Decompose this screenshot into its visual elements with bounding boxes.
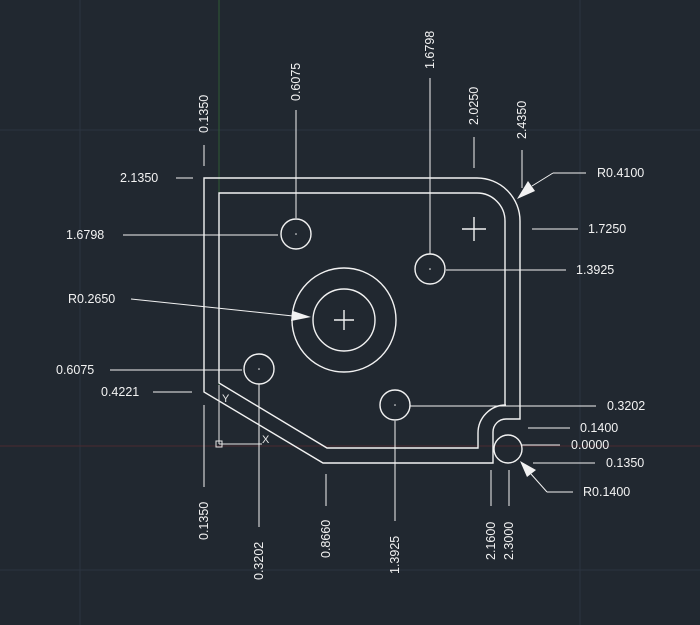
radius-leader [531, 172, 554, 187]
outer-profile[interactable] [203, 177, 521, 464]
hole-center-dot [429, 268, 431, 270]
hole-center-dot [295, 233, 297, 235]
hole-top-left[interactable] [280, 218, 312, 250]
left-dimensions: 2.1350 1.6798 R0.2650 0.6075 0.4221 [56, 171, 311, 399]
radius-leader [530, 473, 548, 493]
dim-label: 1.3925 [576, 263, 614, 277]
dim-label: 1.6798 [66, 228, 104, 242]
dim-label: 0.6075 [56, 363, 94, 377]
dim-label: R0.2650 [68, 292, 115, 306]
top-dimensions: 0.1350 0.6075 1.6798 2.0250 2.4350 [197, 31, 529, 254]
dim-label: 1.6798 [423, 31, 437, 69]
dim-label: R0.1400 [583, 485, 630, 499]
right-dimensions: R0.4100 1.7250 1.3925 0.3202 0.1400 0.00… [410, 166, 645, 499]
hole-bottom[interactable] [379, 389, 411, 421]
dim-label: 2.3000 [502, 522, 516, 560]
ucs-x-label: X [262, 434, 270, 446]
dim-label: 0.3202 [607, 399, 645, 413]
dim-label: 0.6075 [289, 63, 303, 101]
leader-arrow [517, 181, 535, 199]
dim-label: 0.1350 [197, 95, 211, 133]
dim-label: 0.3202 [252, 542, 266, 580]
dim-label: 0.0000 [571, 438, 609, 452]
dim-label: 2.0250 [467, 87, 481, 125]
dim-label: 2.1350 [120, 171, 158, 185]
dim-label: 0.1400 [580, 421, 618, 435]
dim-label: 0.1350 [197, 502, 211, 540]
dim-label: 1.3925 [388, 536, 402, 574]
dim-label: 0.4221 [101, 385, 139, 399]
leader-arrow [520, 461, 536, 477]
ucs-y-label: Y [222, 393, 230, 405]
ucs-origin-box [215, 440, 223, 448]
hole-center-dot [258, 368, 260, 370]
dim-label: 1.7250 [588, 222, 626, 236]
dim-label: 2.1600 [484, 522, 498, 560]
part-geometry[interactable] [203, 177, 523, 464]
dim-label: 0.8660 [319, 520, 333, 558]
small-hole-corner[interactable] [493, 434, 523, 464]
leader-arrow [291, 311, 311, 321]
dim-label: 0.1350 [606, 456, 644, 470]
ucs-icon: Y X [215, 385, 270, 448]
radius-leader [130, 298, 294, 317]
inner-profile[interactable] [218, 192, 507, 449]
bottom-dimensions: 0.1350 0.3202 0.8660 1.3925 2.1600 2.300… [197, 384, 516, 580]
large-hole-inner[interactable] [312, 288, 376, 352]
hole-center-dot [394, 404, 396, 406]
dim-label: 2.4350 [515, 101, 529, 139]
dim-label: R0.4100 [597, 166, 644, 180]
